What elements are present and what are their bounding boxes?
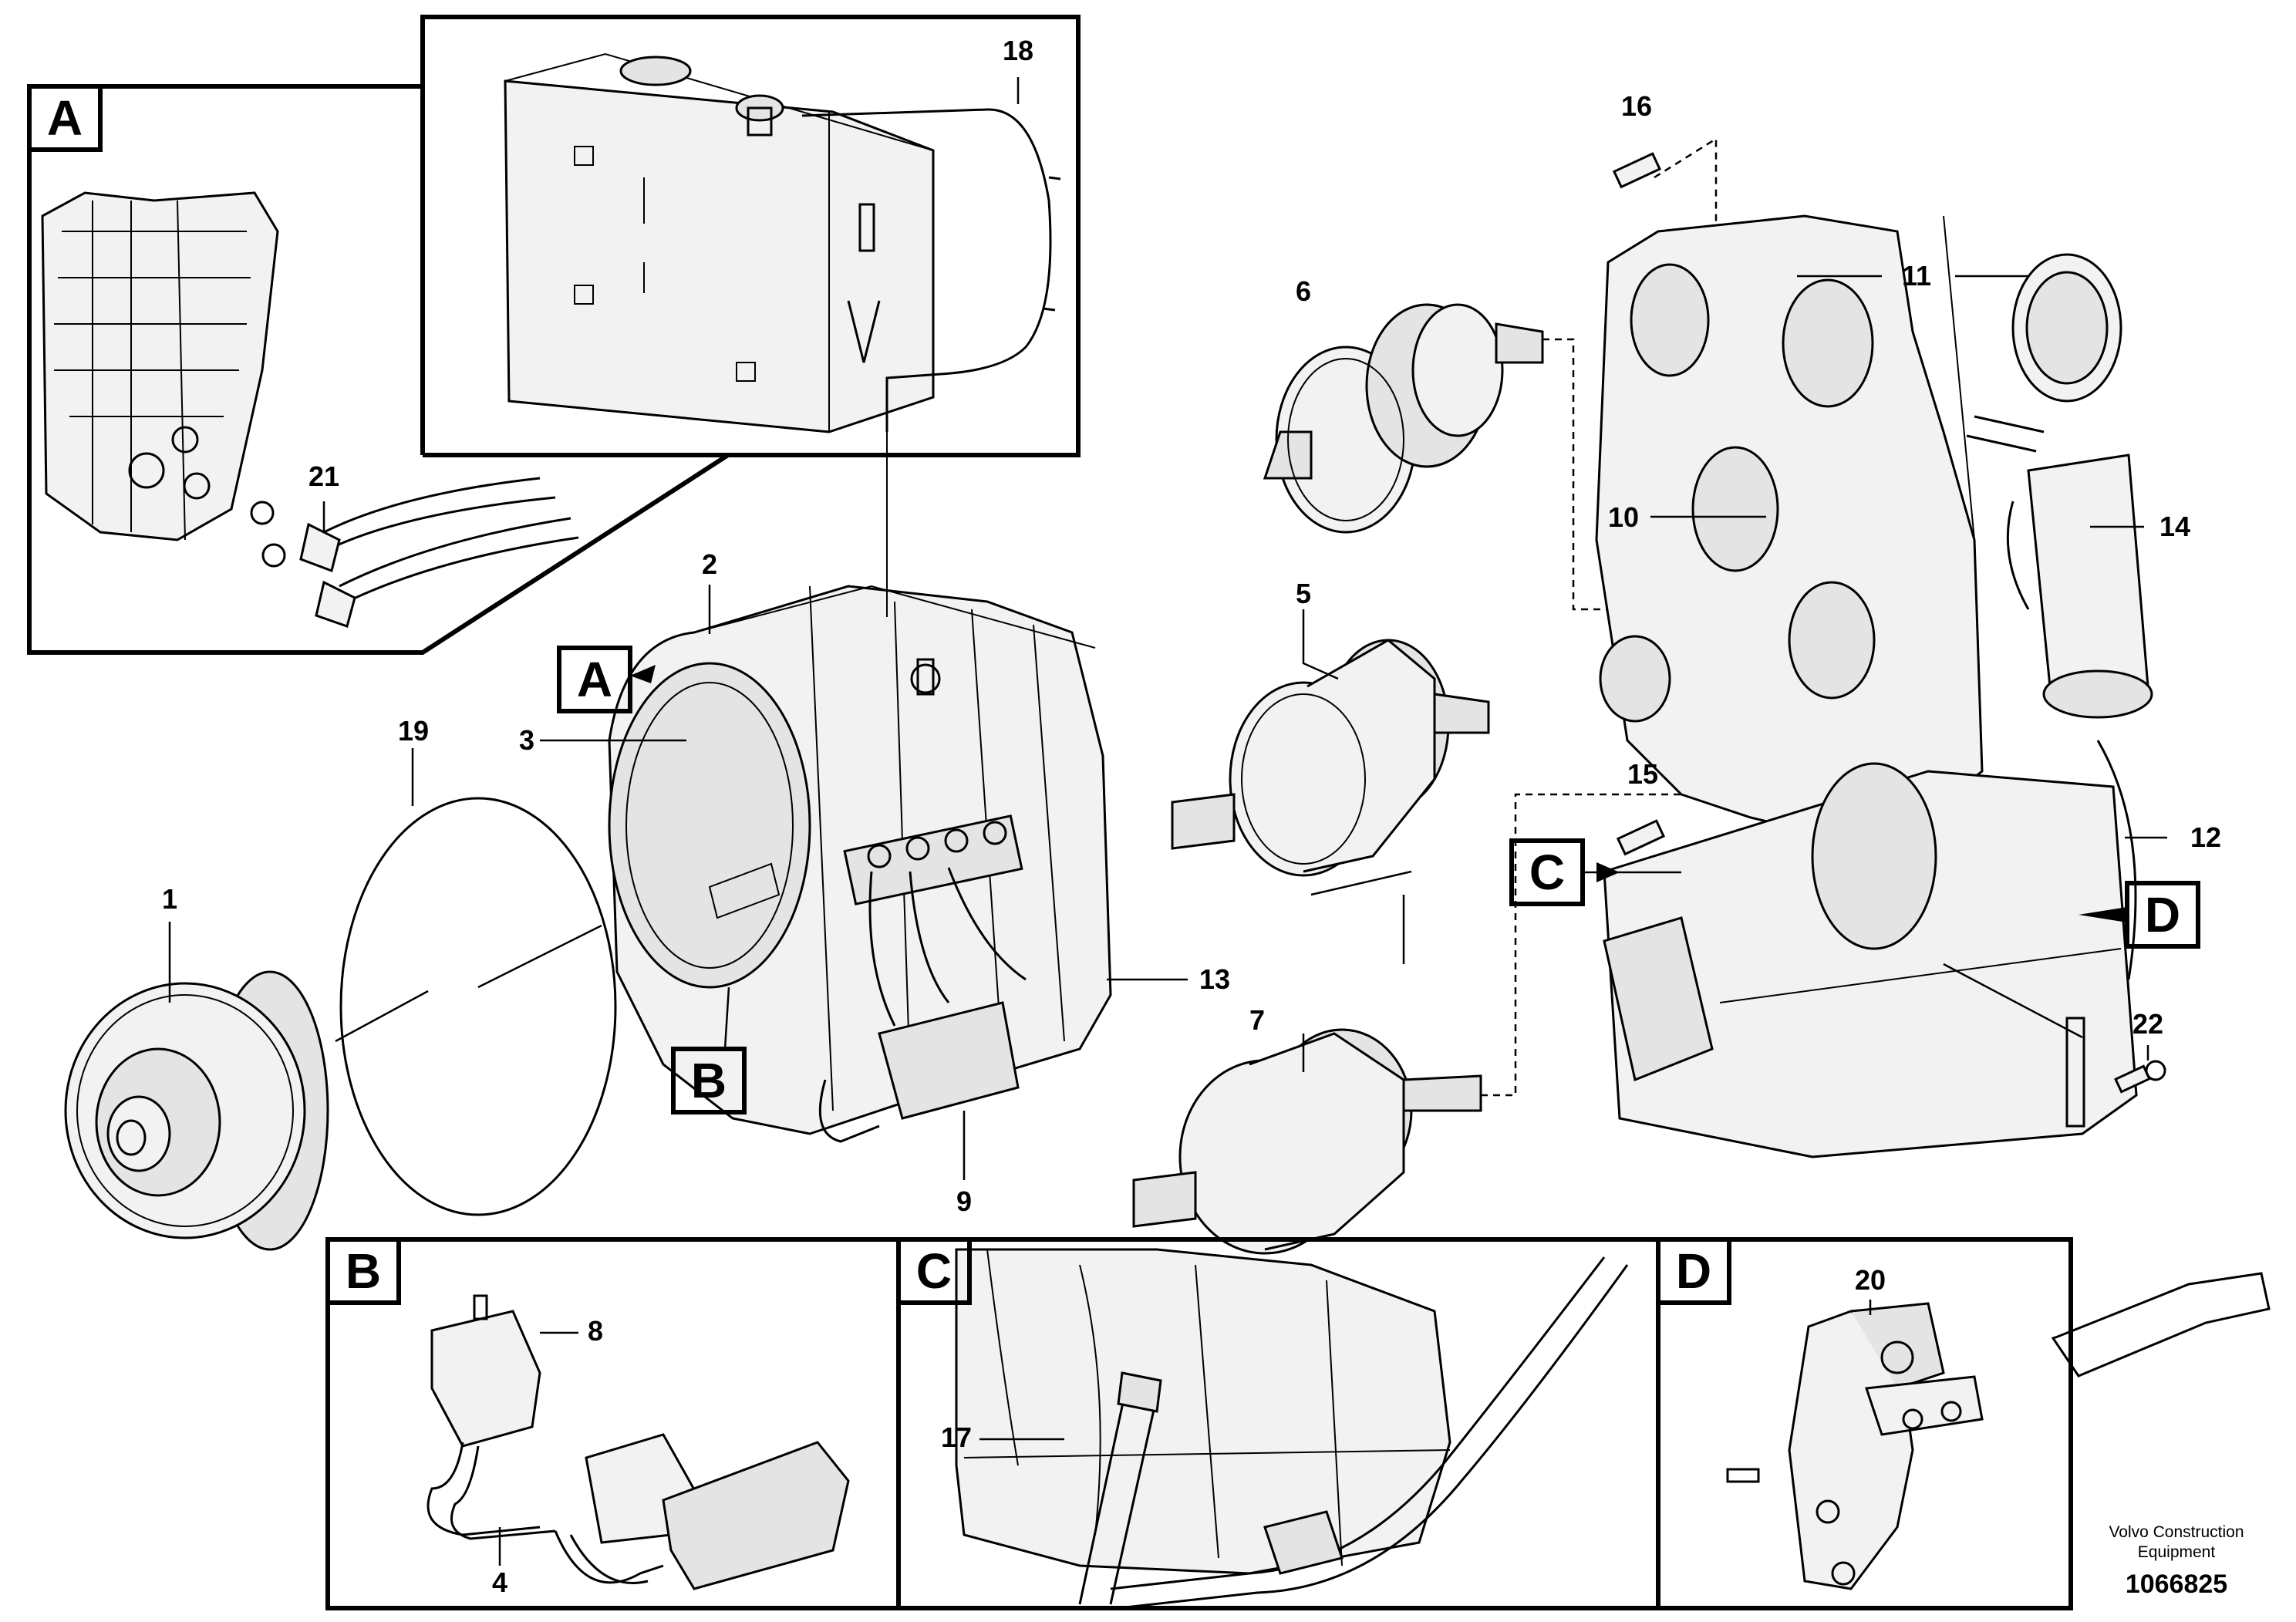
detail-tag-c-label: C: [1529, 845, 1565, 900]
callouts: 1 2 3 4 5 6 7 8 9 10 11 12 13 14 15 16 1…: [162, 35, 2221, 1598]
credit-line-1: Volvo Construction: [2109, 1523, 2244, 1541]
detail-b-panel: [325, 1237, 901, 1610]
callout-9: 9: [956, 1185, 972, 1217]
detail-tag-b-label: B: [691, 1053, 727, 1108]
seal-ring: [2011, 253, 2122, 403]
callout-13: 13: [1199, 963, 1230, 995]
detail-tag-a-inset: A: [27, 84, 103, 152]
detail-tag-d-label: D: [2145, 887, 2180, 943]
callout-20: 20: [1855, 1264, 1886, 1296]
document-id: 1066825: [2126, 1570, 2227, 1599]
dowel-pin-15: [1616, 819, 1666, 856]
callout-14: 14: [2159, 511, 2190, 542]
detail-tag-a-label: A: [577, 652, 612, 707]
callout-18: 18: [1003, 35, 1033, 66]
leader-lines: [168, 77, 2167, 1180]
detail-tag-b-panel: B: [325, 1237, 401, 1305]
detail-tag-c-panel: C: [896, 1237, 972, 1305]
detail-c-panel: [896, 1237, 1660, 1610]
callout-15: 15: [1627, 758, 1658, 790]
callout-8: 8: [588, 1315, 603, 1347]
clutch-shaft-5: [1171, 639, 1490, 877]
callout-4: 4: [492, 1566, 507, 1598]
callout-5: 5: [1296, 578, 1311, 609]
detail-a-hoses: [250, 477, 579, 628]
breather-hose: [801, 108, 1052, 432]
detail-tag-d: D: [2079, 881, 2200, 949]
callout-21: 21: [308, 460, 339, 492]
detail-tag-c-panel-label: C: [916, 1243, 952, 1299]
o-ring: [339, 797, 617, 1216]
detail-tag-d-panel: D: [1656, 1237, 1731, 1305]
clutch-shaft-6: [1263, 303, 1544, 534]
detail-tag-b: B: [671, 986, 747, 1114]
alignment-line-7: [1481, 793, 1712, 1097]
callout-2: 2: [702, 548, 717, 580]
screw: [2114, 1060, 2166, 1094]
callout-19: 19: [398, 715, 429, 747]
callout-12: 12: [2190, 821, 2221, 853]
callout-6: 6: [1296, 275, 1311, 307]
detail-tag-b-panel-label: B: [346, 1243, 381, 1299]
oil-filter: [1966, 415, 2153, 719]
rear-housing: [1595, 214, 2138, 1158]
credit-line-2: Equipment: [2138, 1543, 2216, 1561]
detail-a-oil-tank: [504, 52, 935, 433]
transmission-housing: [608, 585, 1112, 1143]
torque-converter: [64, 970, 329, 1251]
callout-3: 3: [519, 724, 534, 756]
bracket-22: [2065, 1017, 2085, 1128]
clutch-shaft-7: [1132, 1028, 1482, 1255]
callout-11: 11: [1902, 260, 1931, 292]
callout-16: 16: [1621, 90, 1652, 122]
detail-a-transmission-side: [41, 191, 279, 541]
callout-17: 17: [941, 1421, 972, 1453]
callout-7: 7: [1249, 1004, 1265, 1036]
detail-tag-c: C: [1509, 838, 1681, 906]
front-direction-arrow-icon: [2051, 1272, 2271, 1378]
detail-tag-a: A: [557, 646, 656, 713]
detail-tag-a-inset-label: A: [47, 90, 83, 146]
detail-d-panel: [1656, 1237, 2073, 1610]
detail-a-panel: [27, 15, 1081, 655]
callout-1: 1: [162, 883, 177, 915]
callout-22: 22: [2132, 1008, 2163, 1040]
callout-10: 10: [1608, 501, 1639, 533]
detail-tag-d-panel-label: D: [1676, 1243, 1711, 1299]
dowel-pin-16: [1612, 152, 1662, 189]
